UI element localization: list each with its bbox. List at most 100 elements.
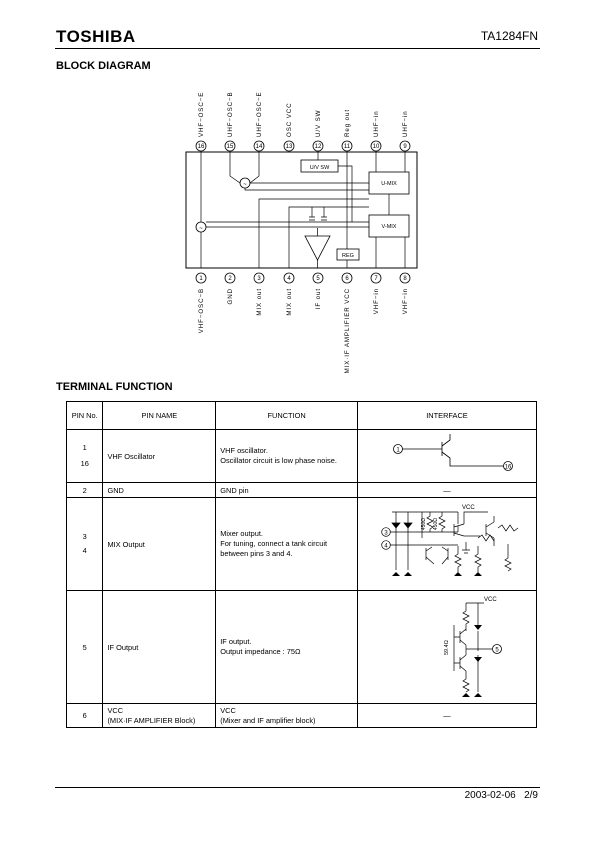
header-pin-name: PIN NAME <box>102 401 217 430</box>
pin-cell: 5 <box>65 590 104 704</box>
table-row: 5 IF Output IF output.Output impedance :… <box>65 590 538 704</box>
pin-cell: 6 <box>65 703 104 728</box>
function-cell: VCC(Mixer and IF amplifier block) <box>215 703 358 728</box>
vhf-osc-tilde: ~ <box>199 226 203 232</box>
pin-number: 3 <box>257 276 261 282</box>
interface-cell: 3 4 VCC 450Ω 450Ω <box>356 497 538 591</box>
pin-label: UHF−OSC−E <box>256 91 263 137</box>
pin-circle <box>224 272 236 284</box>
pin-circle <box>370 272 382 284</box>
function-cell: Mixer output.For tuning, connect a tank … <box>215 497 358 591</box>
footer-rule <box>55 787 540 788</box>
pin-number: 4 <box>287 276 291 282</box>
interface-cell: — <box>356 482 538 498</box>
function-cell: GND pin <box>215 482 358 498</box>
coupling-capacitors <box>309 216 327 221</box>
interface-cell: — <box>356 703 538 728</box>
svg-text:16: 16 <box>505 465 512 471</box>
interface-cell: 1 16 <box>356 429 538 483</box>
pin-circle <box>341 272 353 284</box>
pin-name-cell: GND <box>102 482 217 498</box>
header-pin-no: PIN No. <box>65 401 104 430</box>
uv-sw-label: U/V SW <box>310 165 330 171</box>
pin-name-cell: IF Output <box>102 590 217 704</box>
pin-number: 13 <box>286 144 293 150</box>
pin-circle <box>283 272 295 284</box>
pin-number: 12 <box>315 144 322 150</box>
pin-circle <box>253 272 265 284</box>
svg-text:4: 4 <box>384 544 388 550</box>
toshiba-logo: TOSHIBA <box>56 27 136 46</box>
pin-number: 7 <box>374 276 378 282</box>
vmix-label: V-MIX <box>382 224 397 230</box>
pin-number: 1 <box>199 276 203 282</box>
pin-number: 6 <box>345 276 349 282</box>
if-amplifier-triangle <box>304 235 331 261</box>
pin-number: 8 <box>403 276 407 282</box>
svg-text:5: 5 <box>495 648 499 654</box>
svg-text:1: 1 <box>396 448 400 454</box>
header-rule <box>55 48 540 49</box>
pin-number: 10 <box>373 144 380 150</box>
svg-text:VCC: VCC <box>484 597 497 603</box>
part-number: TA1284FN <box>480 29 538 43</box>
section-title-terminal-function: TERMINAL FUNCTION <box>56 381 173 393</box>
reg-label: REG <box>342 253 354 259</box>
pin-label: GND <box>227 288 234 304</box>
table-row: 2 GND GND pin — <box>65 482 538 498</box>
mix-output-interface-schematic: 3 4 VCC 450Ω 450Ω <box>381 505 519 576</box>
pin-circle <box>224 140 236 152</box>
pin-label: IF out <box>315 288 322 309</box>
uhf-osc-tilde: ~ <box>243 182 247 188</box>
pin-label: UHF−in <box>373 110 380 137</box>
pin-circle <box>312 272 324 284</box>
vhf-osc-interface-schematic: 1 16 <box>393 434 513 471</box>
reg-block <box>336 248 360 261</box>
pin-circle <box>283 140 295 152</box>
pin-label: VHF−in <box>402 288 409 314</box>
header-function: FUNCTION <box>215 401 358 430</box>
pin-label: Reg out <box>344 109 351 137</box>
svg-text:450Ω: 450Ω <box>433 518 439 530</box>
pin-circle <box>195 272 207 284</box>
pin-name-cell: MIX Output <box>102 497 217 591</box>
svg-text:3: 3 <box>384 531 388 537</box>
pin-circle <box>341 140 353 152</box>
pin-number: 2 <box>228 276 232 282</box>
ground-symbols <box>391 572 482 576</box>
pin-label: MIX out <box>286 288 293 316</box>
ic-package-outline <box>185 151 418 269</box>
pin-label: OSC VCC <box>286 103 293 138</box>
footer: 2003-02-06 2/9 <box>465 790 538 801</box>
pin-number: 5 <box>316 276 320 282</box>
function-cell: IF output.Output impedance : 75Ω <box>215 590 358 704</box>
pin-circle <box>253 140 265 152</box>
svg-text:VCC: VCC <box>462 505 475 511</box>
pin-number: 16 <box>198 144 205 150</box>
pin-circle <box>399 140 411 152</box>
section-title-block-diagram: BLOCK DIAGRAM <box>56 60 151 72</box>
pin-label: VHF−in <box>373 288 380 314</box>
interface-cell: 5 VCC 59.4Ω <box>356 590 538 704</box>
pin-number: 11 <box>344 144 351 150</box>
pin-number: 9 <box>403 144 407 150</box>
footer-date: 2003-02-06 <box>464 790 516 801</box>
pin-label: MIX·IF AMPLIFIER VCC <box>344 288 351 373</box>
pin-label: MIX out <box>256 288 263 316</box>
svg-text:450Ω: 450Ω <box>421 518 427 530</box>
pin-label: UHF−OSC−B <box>227 91 234 137</box>
pin-circle <box>195 140 207 152</box>
pin-circle <box>312 140 324 152</box>
pin-circle <box>370 140 382 152</box>
pin-name-cell: VHF Oscillator <box>102 429 217 483</box>
header-interface: INTERFACE <box>356 401 538 430</box>
pin-number: 15 <box>227 144 234 150</box>
pin-circle <box>399 272 411 284</box>
